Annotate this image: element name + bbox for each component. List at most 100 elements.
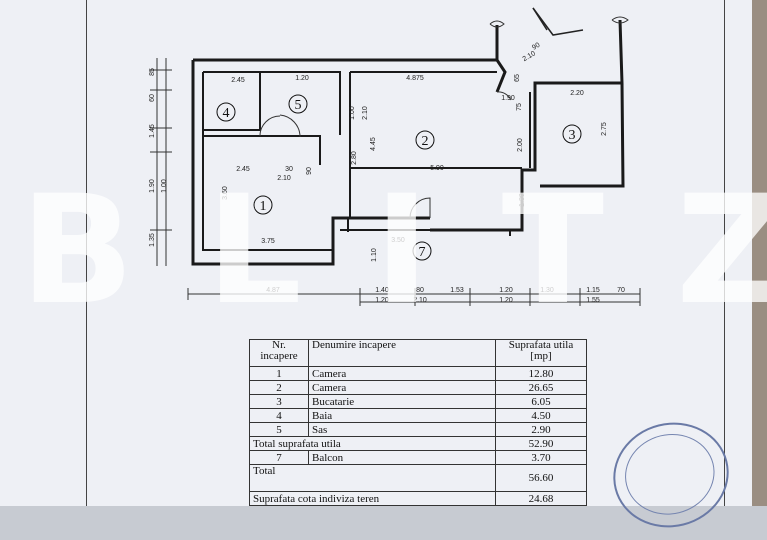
room-number: 7 (419, 245, 426, 260)
row-nr: 1 (249, 366, 309, 381)
dimension-label: 1.45 (149, 124, 156, 138)
dimension-label: 75 (516, 103, 523, 111)
room-number-circle (412, 241, 432, 261)
table-header-row: Nr. incapere Denumire incapere Suprafata… (249, 339, 587, 367)
dimension-label: 1.00 (161, 179, 168, 193)
room-number: 1 (260, 199, 267, 214)
dimension-label: 70 (617, 287, 625, 294)
header-name: Denumire incapere (308, 339, 496, 367)
dimension-label: 3.50 (391, 237, 405, 244)
row-nr: 4 (249, 408, 309, 423)
dimension-label: 2.20 (570, 90, 584, 97)
dimension-label: 1.35 (149, 233, 156, 247)
room-number: 5 (295, 98, 302, 113)
dimension-label: 3.75 (261, 238, 275, 245)
dimension-label: 2.10 (277, 175, 291, 182)
total-utila-value: 52.90 (495, 436, 587, 451)
dimension-label: 1.20 (499, 287, 513, 294)
dimension-label: 4.87 (266, 287, 280, 294)
paper-edge (752, 0, 767, 506)
dimension-label: 1.10 (371, 248, 378, 262)
door-swings (259, 91, 512, 219)
dimension-label: 2.00 (517, 138, 524, 152)
row-area: 2.90 (495, 422, 587, 437)
stamp-inner-ring (616, 424, 724, 524)
dimension-label: 2.80 (351, 151, 358, 165)
table-row: 3 Bucatarie 6.05 (249, 394, 587, 409)
total-row: Total 56.60 (249, 464, 587, 492)
row-nr: 3 (249, 394, 309, 409)
north-arrow (532, 7, 584, 36)
balcon-area: 3.70 (495, 450, 587, 465)
balcon-row: 7 Balcon 3.70 (249, 450, 587, 465)
dimension-label: 1.55 (586, 297, 600, 304)
row-name: Camera (308, 380, 496, 395)
dimension-label: 1.90 (501, 95, 515, 102)
dimension-label: 90 (306, 167, 313, 175)
room-number-circle (415, 130, 435, 150)
row-area: 4.50 (495, 408, 587, 423)
row-name: Baia (308, 408, 496, 423)
balcon-nr: 7 (249, 450, 309, 465)
area-table: Nr. incapere Denumire incapere Suprafata… (249, 339, 587, 506)
dimension-label: 1.20 (295, 75, 309, 82)
row-nr: 5 (249, 422, 309, 437)
dimension-label: 5.90 (430, 165, 444, 172)
table-row: 1 Camera 12.80 (249, 366, 587, 381)
dimension-label: 1.20 (375, 297, 389, 304)
row-area: 6.05 (495, 394, 587, 409)
dimension-label: 1.20 (499, 297, 513, 304)
room-number: 4 (223, 106, 230, 121)
dimension-label: 4.875 (406, 75, 424, 82)
dimension-label: 2.10 (413, 297, 427, 304)
exterior-walls (191, 19, 625, 266)
total-utila-label: Total suprafata utila (249, 436, 496, 451)
dimension-label: 30 (285, 166, 293, 173)
dimension-label: 2.45 (231, 77, 245, 84)
header-area: Suprafata utila [mp] (495, 339, 587, 367)
header-nr: Nr. incapere (249, 339, 309, 367)
dimension-label: 1.90 (149, 179, 156, 193)
watermark-text: BLITZ (20, 168, 767, 334)
room-number: 2 (422, 134, 429, 149)
room-number-circle (253, 195, 273, 215)
dimension-label: 2.10 (362, 106, 369, 120)
dimension-label: 3.60 (222, 186, 229, 200)
row-name: Sas (308, 422, 496, 437)
room-number-circle (562, 124, 582, 144)
table-row: 2 Camera 26.65 (249, 380, 587, 395)
room-number-circle (288, 94, 308, 114)
row-area: 26.65 (495, 380, 587, 395)
table-row: 4 Baia 4.50 (249, 408, 587, 423)
dimension-label: 2.10 (522, 50, 537, 63)
teren-row: Suprafata cota indiviza teren 24.68 (249, 491, 587, 506)
dimension-label: 1.30 (540, 287, 554, 294)
dimension-label: 1.30 (519, 193, 526, 207)
row-area: 12.80 (495, 366, 587, 381)
dimension-label: 60 (149, 94, 156, 102)
wall-break-marks (489, 16, 629, 28)
dimension-label: 80 (416, 287, 424, 294)
right-frame-line (724, 0, 725, 506)
dimension-label: 1.15 (586, 287, 600, 294)
total-utila-row: Total suprafata utila 52.90 (249, 436, 587, 451)
teren-value: 24.68 (495, 491, 587, 506)
left-frame-line (86, 0, 87, 506)
dimension-label: 1.53 (450, 287, 464, 294)
dimension-lines (150, 58, 641, 306)
dimension-label: 1.40 (375, 287, 389, 294)
total-value: 56.60 (495, 464, 587, 492)
row-name: Camera (308, 366, 496, 381)
total-label: Total (249, 464, 496, 492)
room-number: 3 (569, 128, 576, 143)
row-nr: 2 (249, 380, 309, 395)
row-name: Bucatarie (308, 394, 496, 409)
balcon-name: Balcon (308, 450, 496, 465)
interior-walls (202, 71, 531, 251)
dimension-label: 2.75 (601, 122, 608, 136)
room-number-labels: 1 2 3 4 5 7 (216, 94, 582, 261)
dimension-label: 90 (531, 42, 541, 52)
